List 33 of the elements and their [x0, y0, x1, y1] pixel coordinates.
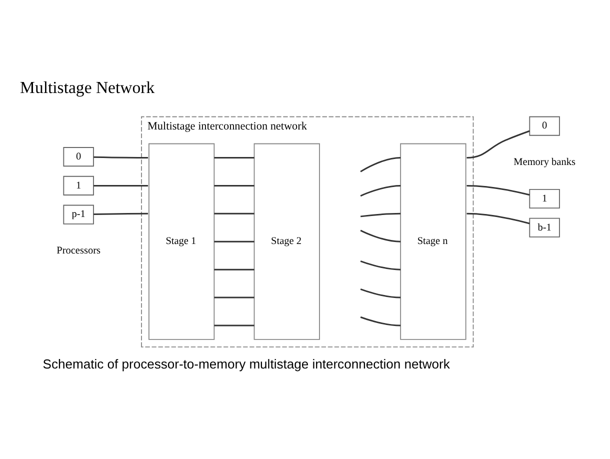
connector — [214, 240, 254, 242]
connector — [214, 184, 254, 186]
connector — [360, 157, 401, 172]
connector — [214, 324, 254, 326]
connector — [360, 184, 401, 197]
label: Memory banks — [514, 157, 576, 168]
node-box: Stage n — [400, 143, 466, 340]
caption: Schematic of processor-to-memory multistage interconnection network — [42, 356, 450, 372]
connector — [360, 288, 401, 298]
connector — [94, 212, 148, 216]
connector — [466, 184, 530, 196]
node-box: b-1 — [529, 218, 560, 238]
connector — [214, 268, 254, 270]
connector — [214, 157, 254, 158]
node-box: Stage 2 — [254, 143, 320, 340]
node-box: p-1 — [63, 204, 94, 224]
connector — [94, 184, 148, 186]
connector — [360, 230, 401, 242]
connector — [466, 212, 530, 224]
connector — [214, 296, 254, 298]
node-box: Stage 1 — [148, 143, 215, 340]
node-box: 1 — [529, 188, 560, 209]
connector — [466, 130, 530, 158]
connector — [360, 316, 401, 326]
connector — [360, 260, 401, 270]
connector — [94, 156, 148, 158]
node-box: 0 — [529, 116, 560, 136]
node-box: 0 — [63, 147, 94, 167]
diagram-title: Multistage Network — [20, 78, 155, 97]
node-box: 1 — [63, 176, 94, 196]
label: Processors — [56, 246, 100, 257]
connector — [360, 212, 401, 218]
connector — [214, 212, 254, 214]
